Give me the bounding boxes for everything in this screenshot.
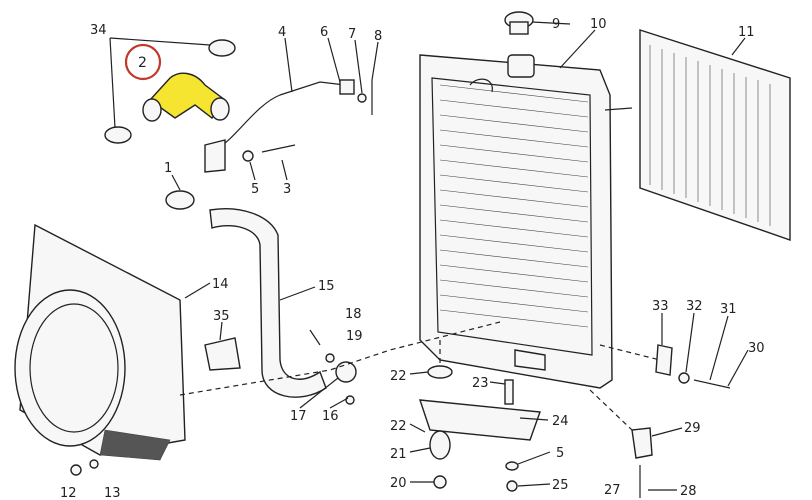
label-22-bottom: 22 — [390, 419, 407, 434]
hose-clamps — [104, 39, 236, 210]
label-15: 15 — [318, 279, 335, 294]
overflow-pipe — [204, 79, 355, 173]
label-5-bottom: 5 — [556, 446, 564, 461]
label-23: 23 — [472, 376, 489, 391]
label-13: 13 — [104, 486, 121, 500]
label-33: 33 — [652, 299, 669, 314]
label-4: 4 — [278, 25, 286, 40]
label-5-top: 5 — [251, 182, 259, 197]
radiator-cap — [504, 11, 571, 35]
label-30: 30 — [748, 341, 765, 356]
label-31: 31 — [720, 302, 737, 317]
label-8: 8 — [374, 29, 382, 44]
label-27: 27 — [604, 483, 621, 498]
label-22-top: 22 — [390, 369, 407, 384]
label-2-highlighted: 2 — [138, 55, 147, 71]
label-18: 18 — [345, 307, 362, 322]
label-11: 11 — [738, 25, 755, 40]
label-9: 9 — [552, 17, 560, 32]
callout-labels: 34 2 4 6 7 8 9 10 11 5 3 1 14 15 35 18 1… — [60, 17, 765, 500]
label-17: 17 — [290, 409, 307, 424]
label-10: 10 — [590, 17, 607, 32]
label-24: 24 — [552, 414, 569, 429]
label-19: 19 — [346, 329, 363, 344]
upper-hose-highlighted — [124, 43, 230, 122]
label-3: 3 — [283, 182, 291, 197]
radiator — [419, 54, 633, 389]
label-35: 35 — [213, 309, 230, 324]
label-16: 16 — [322, 409, 339, 424]
label-6: 6 — [320, 25, 328, 40]
label-1: 1 — [164, 161, 172, 176]
assembly-lines — [179, 321, 661, 431]
label-14: 14 — [212, 277, 229, 292]
label-12: 12 — [60, 486, 77, 500]
label-29: 29 — [684, 421, 701, 436]
fan-shroud — [14, 223, 186, 461]
label-20: 20 — [390, 476, 407, 491]
label-7: 7 — [348, 27, 356, 42]
label-32: 32 — [686, 299, 703, 314]
screen-panel — [639, 29, 791, 241]
label-34: 34 — [90, 23, 107, 38]
label-21: 21 — [390, 447, 407, 462]
leader-lines — [109, 29, 749, 491]
label-25: 25 — [552, 478, 569, 493]
label-28: 28 — [680, 484, 697, 499]
hardware — [70, 80, 731, 498]
